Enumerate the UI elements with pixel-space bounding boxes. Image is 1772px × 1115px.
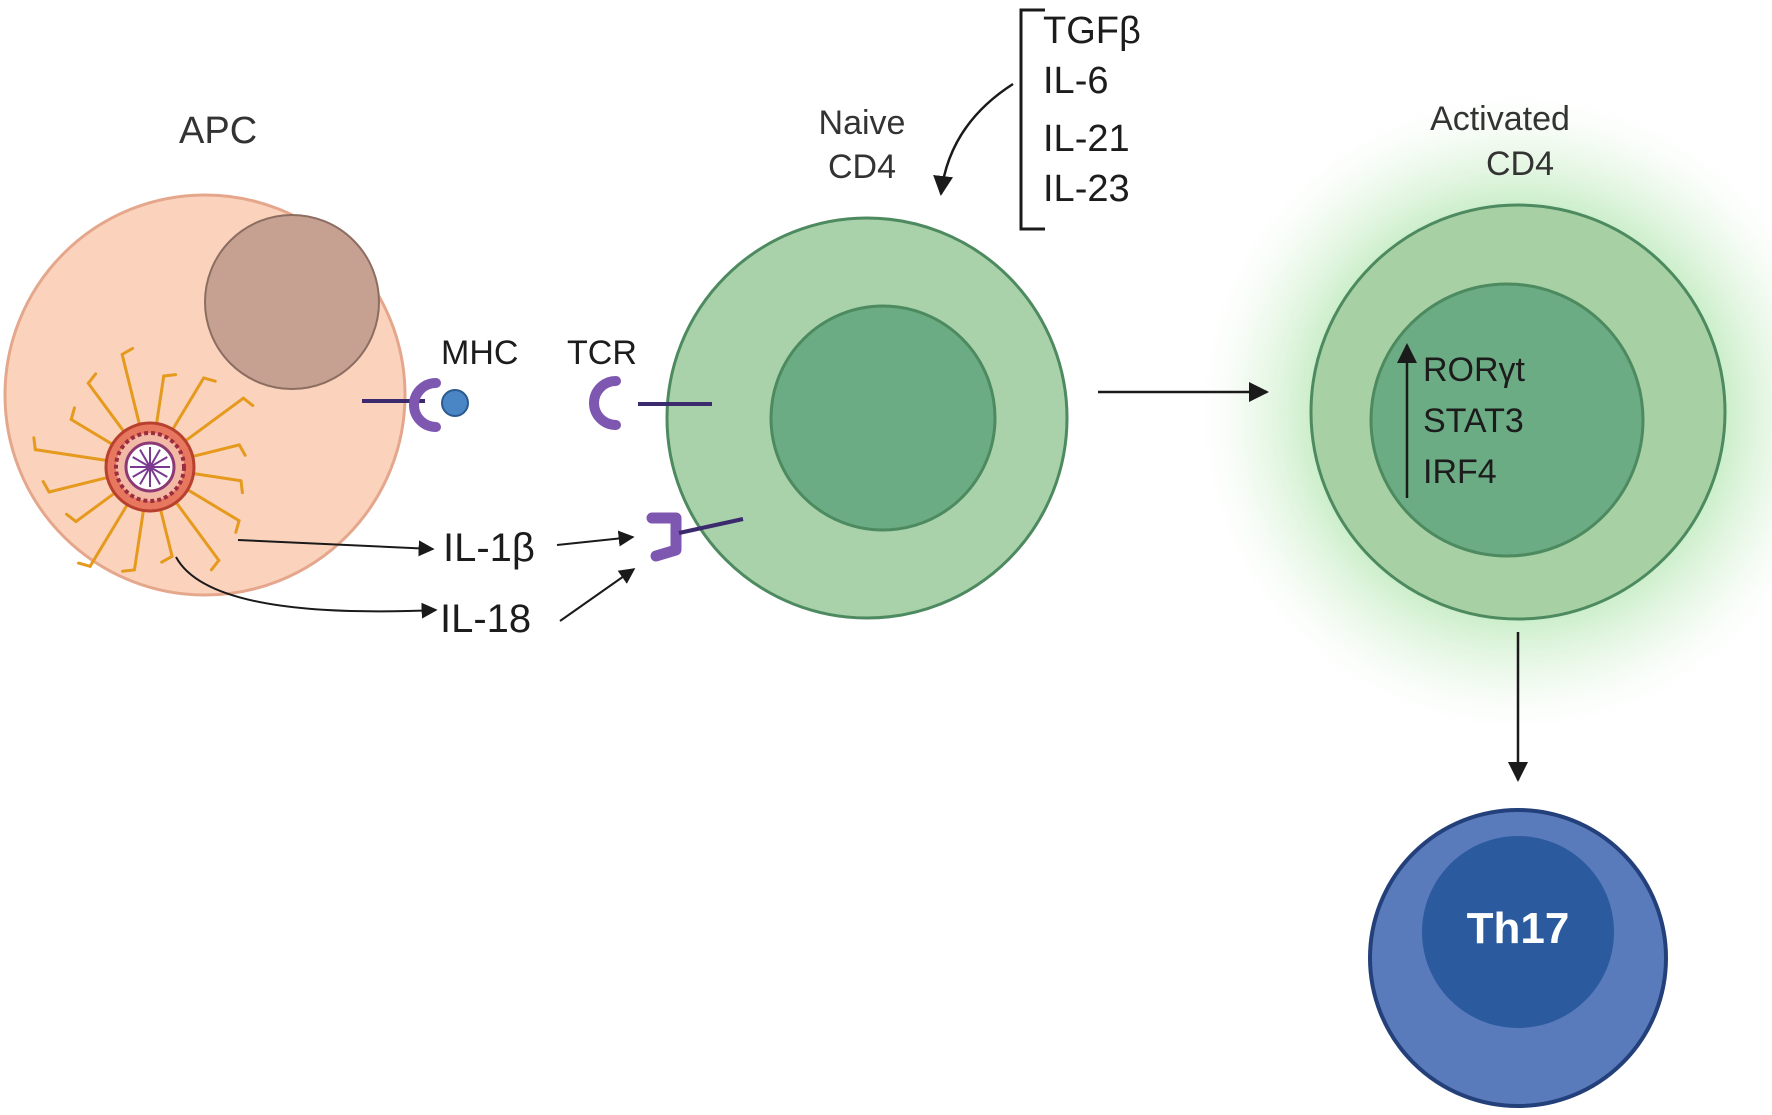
cytokine-receptor (646, 512, 744, 562)
il18-to-receptor-arrow (559, 568, 636, 622)
apc-nucleus (204, 214, 380, 390)
naive-cd4-nucleus (769, 304, 997, 532)
il18-label: IL-18 (440, 597, 532, 641)
activated-label: Activated (1430, 100, 1570, 138)
transcription-factor-item: STAT3 (1423, 402, 1524, 440)
th17-nucleus (1422, 836, 1614, 1028)
th17-label: Th17 (1466, 904, 1570, 953)
transcription-factor-item: RORγt (1423, 351, 1525, 389)
naive-cd4-label: CD4 (827, 148, 897, 186)
tcr-label: TCR (567, 334, 637, 372)
naive-cd4-cell (665, 216, 1069, 620)
transcription-factor-item: IRF4 (1423, 453, 1497, 491)
il1b-secretion-arrow (237, 539, 435, 557)
activated-cd4-label: CD4 (1485, 145, 1555, 183)
cytokine-bracket (1019, 8, 1045, 231)
cytokine-item: IL-23 (1043, 168, 1130, 210)
naive-label: Naive (818, 104, 906, 142)
inflammasome-icon (32, 347, 255, 573)
activated-cd4-cell (1188, 82, 1772, 742)
il1b-to-receptor-arrow (556, 530, 635, 547)
mhc-peptide (441, 389, 469, 417)
cytokines-to-naive-arrow (933, 82, 1014, 196)
apc-label: APC (179, 110, 258, 152)
cytokine-item: IL-6 (1043, 60, 1109, 102)
il18-secretion-arrow (175, 556, 438, 619)
th17-cell (1368, 808, 1668, 1108)
apc-cell (3, 193, 407, 597)
cytokine-item: IL-21 (1043, 118, 1130, 160)
il1b-label: IL-1β (443, 526, 535, 570)
activated-cd4-nucleus (1369, 282, 1645, 558)
tcr-receptor (589, 376, 712, 430)
mhc-molecule (362, 378, 469, 432)
cytokine-item: TGFβ (1043, 10, 1141, 52)
mhc-label: MHC (441, 334, 519, 372)
